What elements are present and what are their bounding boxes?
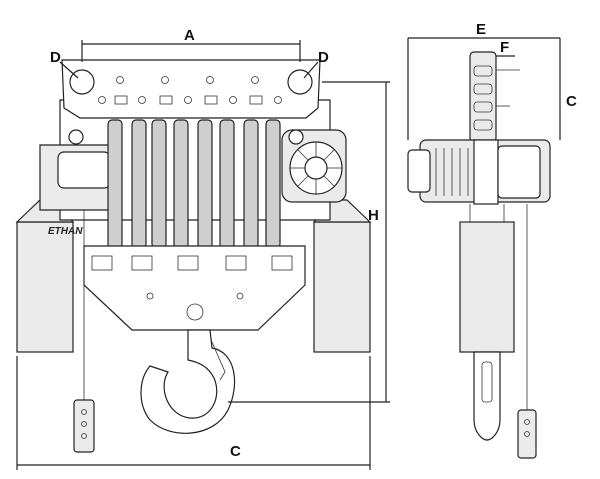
dimension-label-f: F (500, 39, 509, 56)
side-motor-endcap (407, 149, 431, 193)
pendant-button (81, 433, 87, 439)
gear-hub (304, 156, 328, 180)
dimension-label-d-left: D (50, 49, 61, 66)
pendant-controller (73, 399, 95, 453)
lifting-hook (140, 329, 236, 434)
dimension-label-d-right: D (318, 49, 329, 66)
gear-spokes (290, 142, 342, 194)
dimension-d-right: D (303, 49, 329, 79)
right-gear-cap (288, 129, 304, 145)
control-box (57, 151, 111, 189)
motor-fins (435, 148, 469, 196)
dimension-label-e: E (476, 21, 486, 38)
side-bracket-links (473, 65, 493, 131)
side-chain-container (459, 221, 515, 353)
chain-falls (107, 119, 281, 249)
hook-latch (211, 341, 226, 381)
brand-logo: ETHAN (48, 226, 83, 237)
dimension-label-a: A (184, 27, 195, 44)
front-view: ETHAN (15, 59, 372, 453)
right-side-housing (313, 221, 371, 353)
side-pendant-controller (517, 409, 537, 459)
dimension-label-h: H (368, 207, 379, 224)
dimension-h: H (228, 81, 390, 403)
dimension-label-c-bottom: C (230, 443, 241, 460)
top-suspension-plate (61, 59, 321, 119)
top-plate-bolts (98, 76, 282, 105)
dimension-d-left: D (50, 49, 79, 79)
side-view: E C F (407, 21, 577, 459)
left-side-housing (16, 221, 74, 353)
dimension-c-bottom: C (16, 356, 371, 470)
side-center-block (473, 139, 499, 205)
pendant-button (81, 421, 87, 427)
side-gear-housing (497, 145, 541, 199)
dimension-a: A (81, 27, 301, 62)
left-gear-cap (68, 129, 84, 145)
dimension-label-c-side: C (566, 93, 577, 110)
pendant-button (81, 409, 87, 415)
bottom-block-sheaves (91, 255, 293, 321)
side-hook-block (473, 351, 501, 441)
side-hook-slot (481, 361, 493, 403)
